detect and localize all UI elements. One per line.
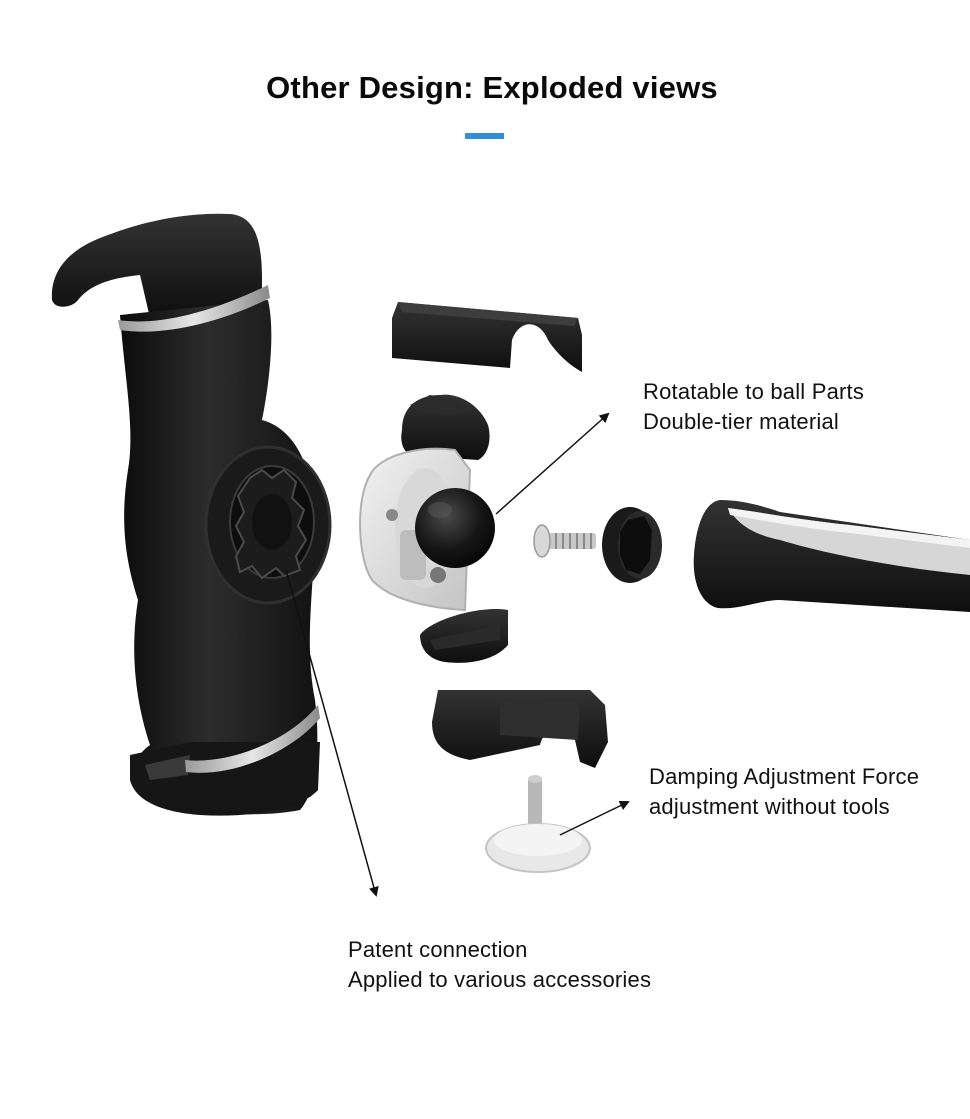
callout-ball-parts: Rotatable to ball Parts Double-tier mate… [643, 377, 864, 437]
callout-damping: Damping Adjustment Force adjustment with… [649, 762, 919, 822]
knurled-nut [602, 507, 662, 583]
screw [533, 524, 596, 558]
ball-joint [415, 488, 495, 568]
callout-ball-parts-line1: Rotatable to ball Parts [643, 379, 865, 404]
ball-cap [401, 394, 490, 460]
lower-clamp-shell [432, 690, 608, 768]
callout-patent: Patent connection Applied to various acc… [348, 935, 651, 995]
callout-arrow-ball [495, 412, 610, 515]
upper-clamp-shell [392, 302, 582, 372]
callout-arrow-patent [285, 569, 379, 897]
page-title: Other Design: Exploded views [266, 70, 718, 105]
title-accent-bar [465, 133, 504, 139]
damping-knob [485, 775, 591, 873]
callout-arrow-damping [559, 800, 630, 836]
extension-arm [693, 500, 970, 612]
lower-ball-cup [420, 609, 508, 663]
callout-damping-line2: adjustment without tools [649, 794, 890, 819]
callout-damping-line1: Damping Adjustment Force [649, 764, 920, 789]
callout-patent-line1: Patent connection [348, 937, 528, 962]
callout-ball-parts-line2: Double-tier material [643, 409, 839, 434]
callout-patent-line2: Applied to various accessories [348, 967, 652, 992]
phone-clamp [51, 213, 332, 816]
